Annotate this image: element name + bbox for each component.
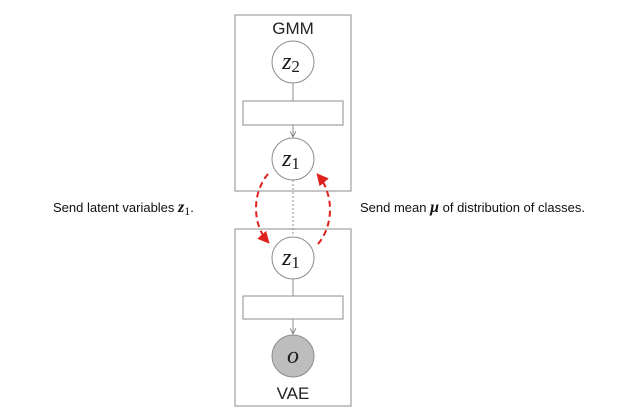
send-mean-text: Send mean (360, 200, 431, 215)
send-latent-arrow (255, 173, 270, 244)
send-latent-sub: 1 (184, 204, 191, 218)
gmm-box-frame (234, 14, 352, 192)
send-mean-suffix: of distribution of classes. (439, 200, 585, 215)
send-latent-label: Send latent variables z1. (53, 199, 194, 219)
node-gmm-z2: z2 (271, 40, 315, 84)
node-vae-o: o (271, 334, 315, 378)
node-gmm-z1-label: z1 (281, 146, 300, 173)
send-mean-label: Send mean μ of distribution of classes. (360, 199, 585, 217)
vae-title: VAE (277, 384, 310, 403)
gmm-box: GMM (234, 14, 352, 192)
node-vae-z1-label: z1 (281, 245, 300, 272)
node-gmm-z2-circle (271, 40, 315, 84)
node-vae-z1: z1 (271, 236, 315, 280)
send-latent-text: Send latent variables (53, 200, 179, 215)
node-gmm-z1: z1 (271, 137, 315, 181)
send-mean-arrow (316, 173, 331, 245)
send-latent-suffix: . (190, 200, 194, 215)
send-latent-var: z (178, 199, 185, 216)
node-gmm-z2-label: z2 (281, 49, 300, 76)
vae-network-layer (242, 295, 344, 320)
node-vae-o-label: o (287, 343, 299, 369)
send-mean-var: μ (430, 199, 440, 216)
node-vae-o-circle (271, 334, 315, 378)
gmm-title: GMM (272, 19, 314, 38)
gmm-parameter-layer (242, 100, 344, 126)
